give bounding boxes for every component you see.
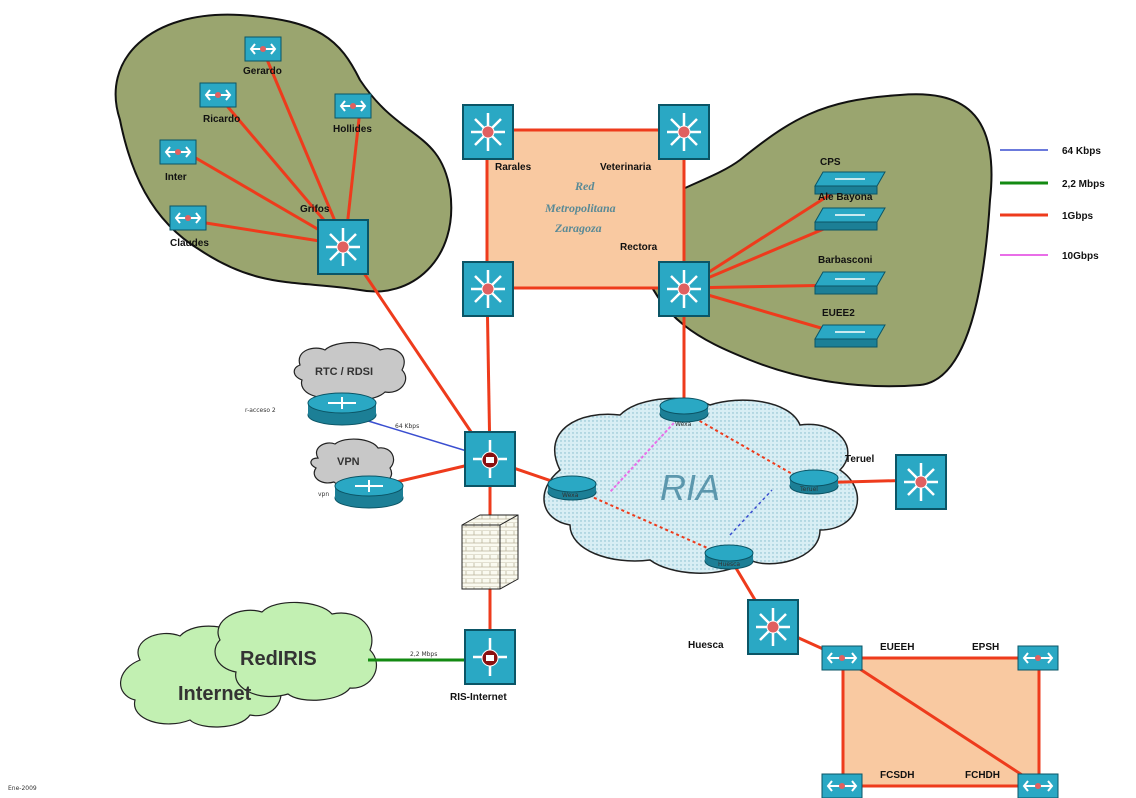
right-green-area (633, 93, 993, 388)
ria-router-top[interactable] (659, 397, 709, 423)
switch-eueeh[interactable] (821, 645, 863, 671)
label-grifos: Grifos (300, 204, 330, 215)
switch-epsh[interactable] (1017, 645, 1059, 671)
router-vpn[interactable] (334, 475, 404, 509)
label-ale-bayona: Ale Bayona (818, 192, 873, 203)
core-title-line2: Metropolitana (544, 201, 616, 215)
multilayer-switch-huesca[interactable] (747, 599, 799, 655)
label-ricardo: Ricardo (203, 114, 240, 125)
ria-blue-links (729, 489, 773, 536)
legend: 64 Kbps 2,2 Mbps 1Gbps 10Gbps (1000, 146, 1105, 262)
label-ria-left: Wexa (562, 492, 579, 499)
switch-inter[interactable] (159, 139, 197, 165)
workgroup-switch-euee2[interactable] (814, 324, 886, 348)
label-ria-right: Teruel (799, 486, 818, 493)
router-rtc[interactable] (307, 392, 377, 426)
label-ria-top: Wexa (675, 421, 692, 428)
label-epsh: EPSH (972, 642, 999, 653)
ris-internet-router[interactable] (464, 629, 516, 685)
label-rectora: Rectora (620, 242, 658, 253)
firewall-wall (461, 514, 519, 590)
rediris-cloud (214, 601, 377, 701)
rtc-cloud-label: RTC / RDSI (315, 366, 373, 378)
ria-pink-links (609, 411, 685, 493)
label-eueeh: EUEEH (880, 642, 914, 653)
core-peach-area (487, 130, 684, 288)
multilayer-switch-core-sw[interactable] (462, 261, 514, 317)
switch-ricardo[interactable] (199, 82, 237, 108)
multilayer-switch-rarales[interactable] (462, 104, 514, 160)
multilayer-switch-grifos[interactable] (317, 219, 369, 275)
footer-date: Ene-2009 (8, 785, 37, 792)
workgroup-switch-ale-bayona[interactable] (814, 207, 886, 231)
label-ria-bottom: Huesca (718, 561, 740, 568)
label-inter: Inter (165, 172, 187, 183)
label-router-rtc: r-acceso 2 (245, 407, 276, 414)
ria-cloud-label: RIA (660, 467, 720, 508)
rediris-cloud-label: RedIRIS (240, 648, 317, 670)
label-rediris-link: 2,2 Mbps (410, 651, 437, 658)
ria-cloud (543, 397, 859, 574)
ria-router-left[interactable] (547, 475, 597, 501)
label-router-vpn: vpn (318, 491, 329, 498)
label-euee2: EUEE2 (822, 308, 855, 319)
label-rarales: Rarales (495, 162, 532, 173)
label-veterinaria: Veterinaria (600, 162, 652, 173)
label-fchdh: FCHDH (965, 770, 1000, 781)
switch-fcsdh[interactable] (821, 773, 863, 798)
label-gerardo: Gerardo (243, 66, 282, 77)
multilayer-switch-veterinaria[interactable] (658, 104, 710, 160)
label-hollides: Hollides (333, 124, 372, 135)
rtc-cloud (293, 341, 407, 401)
switch-fchdh[interactable] (1017, 773, 1059, 798)
switch-hollides[interactable] (334, 93, 372, 119)
legend-label-red: 1Gbps (1062, 211, 1094, 222)
label-fcsdh: FCSDH (880, 770, 914, 781)
ria-router-right[interactable] (789, 469, 839, 495)
legend-label-green: 2,2 Mbps (1062, 179, 1105, 190)
label-claudes: Claudes (170, 238, 209, 249)
label-huesca: Huesca (688, 640, 724, 651)
legend-label-pink: 10Gbps (1062, 251, 1099, 262)
switch-claudes[interactable] (169, 205, 207, 231)
core-title-line3: Zaragoza (554, 221, 602, 235)
multilayer-switch-rectora[interactable] (658, 261, 710, 317)
ria-internal-links (571, 411, 809, 559)
internet-cloud-label: Internet (178, 683, 252, 705)
core-title-line1: Red (574, 179, 595, 193)
label-rtc-link: 64 Kbps (395, 423, 419, 430)
ria-router-bottom[interactable] (704, 544, 754, 570)
label-cps: CPS (820, 157, 841, 168)
workgroup-switch-barbasconi[interactable] (814, 271, 886, 295)
label-teruel: Teruel (845, 454, 874, 465)
legend-label-blue: 64 Kbps (1062, 146, 1101, 157)
vpn-cloud-label: VPN (337, 456, 360, 468)
multilayer-switch-teruel[interactable] (895, 454, 947, 510)
main-firewall-router[interactable] (464, 431, 516, 487)
workgroup-switch-cps[interactable] (814, 171, 886, 195)
label-ris-internet: RIS-Internet (450, 692, 507, 703)
switch-gerardo[interactable] (244, 36, 282, 62)
label-barbasconi: Barbasconi (818, 255, 873, 266)
